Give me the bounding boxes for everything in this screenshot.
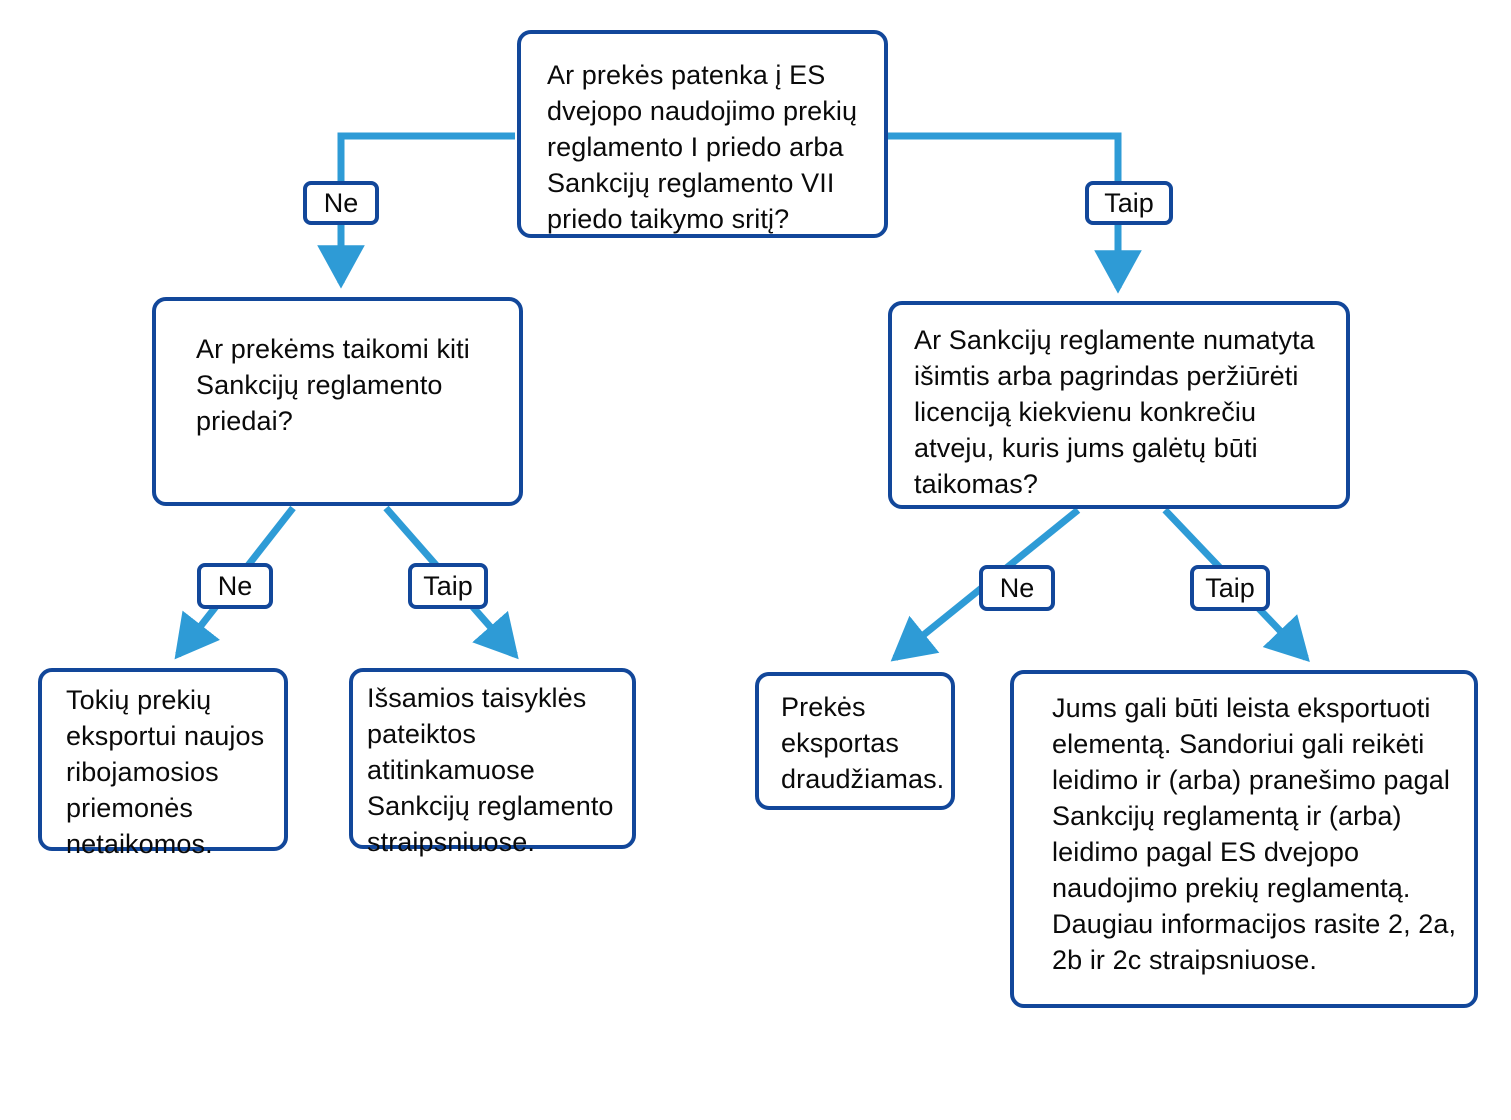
edge-label-left-yes[interactable]: Taip xyxy=(408,563,488,609)
node-outcome-detailed-rules[interactable]: Išsamios taisyklės pateiktos atitinkamuo… xyxy=(349,668,636,857)
node-outcome-detailed-rules-text: Išsamios taisyklės pateiktos atitinkamuo… xyxy=(367,683,614,857)
node-root-decision-text: Ar prekės patenka į ES dvejopo naudojimo… xyxy=(547,60,858,234)
edge-label-root-yes-text: Taip xyxy=(1104,188,1154,218)
node-outcome-export-prohibited-text: Prekės eksportas draudžiamas. xyxy=(781,692,945,794)
node-outcome-export-prohibited[interactable]: Prekės eksportas draudžiamas. xyxy=(755,672,955,810)
node-outcome-no-new-measures-text: Tokių prekių eksportui naujos ribojamosi… xyxy=(66,685,265,859)
edge-label-right-no-text: Ne xyxy=(999,573,1035,603)
edge-label-right-yes-text: Taip xyxy=(1205,573,1255,603)
node-outcome-export-may-be-allowed[interactable]: Jums gali būti leista eksportuoti elemen… xyxy=(1010,670,1478,1008)
edge-label-root-no[interactable]: Ne xyxy=(303,181,379,225)
node-right-decision-text: Ar Sankcijų reglamente numatyta išimtis … xyxy=(914,325,1315,499)
edge-label-right-no[interactable]: Ne xyxy=(979,565,1055,611)
edge-label-left-no[interactable]: Ne xyxy=(197,563,273,609)
edge-label-root-no-text: Ne xyxy=(323,188,359,218)
edge-label-right-yes[interactable]: Taip xyxy=(1190,565,1270,611)
node-right-decision[interactable]: Ar Sankcijų reglamente numatyta išimtis … xyxy=(888,301,1350,509)
node-root-decision[interactable]: Ar prekės patenka į ES dvejopo naudojimo… xyxy=(517,30,888,238)
node-left-decision[interactable]: Ar prekėms taikomi kiti Sankcijų reglame… xyxy=(152,297,523,506)
edge-label-left-no-text: Ne xyxy=(217,571,253,601)
edge-root-to-right-decision xyxy=(888,132,1142,294)
node-outcome-no-new-measures[interactable]: Tokių prekių eksportui naujos ribojamosi… xyxy=(38,668,288,859)
edge-label-left-yes-text: Taip xyxy=(423,571,473,601)
edge-label-root-yes[interactable]: Taip xyxy=(1085,181,1173,225)
node-left-decision-text: Ar prekėms taikomi kiti Sankcijų reglame… xyxy=(196,334,470,436)
node-outcome-export-may-be-allowed-text: Jums gali būti leista eksportuoti elemen… xyxy=(1052,693,1457,975)
